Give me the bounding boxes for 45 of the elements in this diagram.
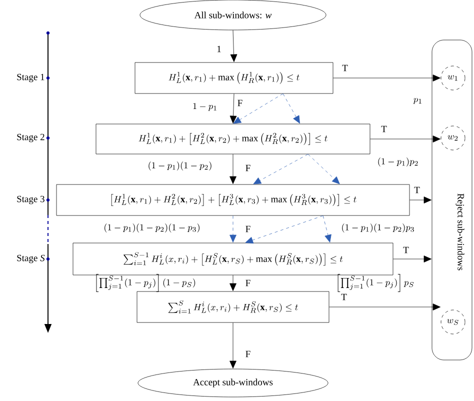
condition-box: $H_L^1(\mathbf{x},r_1)+\max\left(H_R^1(\mathbf{x},r_1)\right)\le t$: [134, 62, 334, 94]
arrow: [322, 216, 332, 242]
condition-box: $H_L^1(\mathbf{x},r_1)+\left[H_L^2(\mathbf{x},r_2)+\max\left(H_R^2(\mathbf{x},r_2)\right)\right]\le t$: [96, 124, 370, 154]
edge-label: F: [238, 100, 242, 106]
arrow: [393, 256, 432, 262]
stage-label: Stage 3: [17, 196, 44, 204]
probability-label: $1-p_1$: [193, 103, 216, 111]
edge-label: T: [414, 186, 420, 194]
condition-box: $\left[H_L^1(\mathbf{x},r_1)+H_L^2(\mathbf{x},r_2)\right]+\left[H_L^3(\mathbf{x},r_3)+\max\left(H_R^3(\mathbf{x},r_3)\right)\right]\le t$: [56, 184, 410, 216]
probability-label: $\left[\prod_{j=1}^{S-1}(1-p_j)\right]p_S$: [338, 274, 414, 292]
arrow: [410, 196, 432, 204]
probability-label: $\left[\prod_{j=1}^{S-1}(1-p_j)\right](1-p_S)$: [96, 274, 196, 292]
stage-label: Stage S: [17, 254, 45, 264]
stage-label: Stage 2: [17, 134, 44, 142]
arrow: [233, 94, 284, 124]
probability-label: $(1-p_1)p_2$: [378, 157, 418, 166]
condition-box: $\sum_{i=1}^{S}H_L^i(x,r_i)+H_R^S(\mathbf{x},r_S)\le t$: [136, 291, 330, 323]
edge-label: T: [341, 294, 347, 300]
edge-label: F: [246, 226, 250, 232]
arrow: [333, 74, 440, 82]
probability-label: $p_1$: [413, 98, 422, 104]
arrow: [230, 30, 238, 62]
arrow: [308, 154, 340, 184]
arrow: [230, 216, 236, 242]
probability-label: $(1-p_1)(1-p_2)$: [148, 161, 212, 170]
condition-box: $\sum_{i=1}^{S-1}H_L^i(x,r_i)+\left[H_L^S(\mathbf{x},r_S)+\max\left(H_R^S(\mathbf{x},r_S)\right)\right]\le t$: [72, 242, 394, 276]
arrow: [282, 94, 300, 124]
probability-label: $(1-p_1)(1-p_2)(1-p_3)$: [104, 223, 200, 232]
arrow: [329, 304, 440, 310]
probability-label: $(1-p_1)(1-p_2)p_3$: [342, 223, 414, 232]
edge-label: F: [246, 164, 250, 172]
arrow: [230, 94, 237, 124]
edge-label: T: [342, 64, 348, 72]
stage-label: Stage 1: [17, 74, 44, 82]
arrow: [230, 154, 236, 184]
arrow: [370, 136, 440, 142]
edge-label: T: [381, 126, 387, 132]
edge-label: 1: [217, 46, 221, 52]
edge-label: T: [403, 246, 409, 254]
edge-label: F: [246, 350, 250, 358]
arrow: [230, 275, 236, 291]
edge-label: F: [246, 280, 250, 286]
arrow: [230, 322, 236, 368]
arrow: [253, 154, 308, 184]
arrow: [245, 216, 324, 244]
